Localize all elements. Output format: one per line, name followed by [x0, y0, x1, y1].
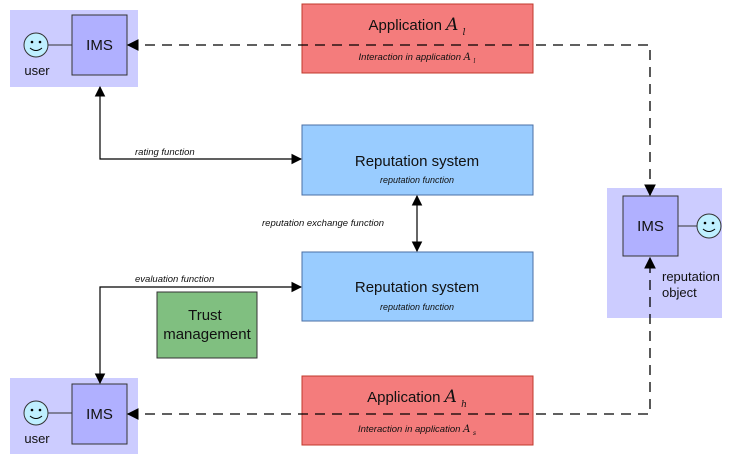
user-bottom-group: IMS user: [10, 378, 138, 454]
application-top-title: Application A l: [369, 15, 466, 38]
application-bottom-subtitle-text: Interaction in application: [358, 424, 460, 435]
smiley-icon: [696, 213, 722, 239]
application-top-title-text: Application: [369, 17, 442, 34]
smiley-icon: [23, 400, 49, 426]
application-bottom-subscript: h: [461, 400, 467, 410]
trust-management-line2: management: [163, 326, 251, 343]
trust-management-line1: Trust: [188, 307, 222, 324]
application-top: Application A l Interaction in applicati…: [301, 3, 534, 74]
reputation-object-label-line2: object: [662, 285, 697, 300]
application-top-subtitle-symbol: A: [463, 52, 471, 63]
reputation-system-bottom: Reputation system reputation function: [301, 251, 534, 322]
application-bottom-subtitle-subscript: s: [473, 430, 476, 437]
application-top-subscript: l: [463, 28, 466, 38]
rating-function-label: rating function: [135, 147, 195, 158]
application-bottom-subtitle: Interaction in application A s: [358, 424, 476, 437]
application-bottom: Application A h Interaction in applicati…: [301, 375, 534, 446]
reputation-system-bottom-subtitle: reputation function: [380, 302, 454, 312]
user-top-group: IMS user: [10, 10, 138, 87]
application-bottom-title-text: Application: [367, 389, 440, 406]
reputation-object-label: reputation object: [662, 269, 723, 300]
ims-box: [71, 14, 128, 76]
ims-label: IMS: [637, 218, 664, 235]
reputation-system-top-subtitle: reputation function: [380, 175, 454, 185]
reputation-object-group: IMS reputation object: [607, 188, 723, 318]
user-label: user: [24, 63, 50, 78]
application-bottom-subtitle-symbol: A: [462, 424, 470, 435]
smiley-icon: [23, 32, 49, 58]
dashed-bottom-connector: [126, 256, 656, 420]
reputation-system-top: Reputation system reputation function: [301, 124, 534, 196]
reputation-object-label-line1: reputation: [662, 269, 720, 284]
application-top-symbol: A: [444, 15, 458, 35]
reputation-system-bottom-title: Reputation system: [355, 279, 479, 296]
application-top-subtitle-text: Interaction in application: [359, 52, 461, 63]
rating-function-arrow: [94, 85, 303, 165]
application-bottom-symbol: A: [443, 387, 457, 407]
reputation-system-top-title: Reputation system: [355, 153, 479, 170]
user-label: user: [24, 431, 50, 446]
evaluation-function-label: evaluation function: [135, 274, 214, 285]
ims-label: IMS: [86, 406, 113, 423]
application-top-subtitle-subscript: l: [474, 58, 476, 65]
reputation-exchange-label: reputation exchange function: [262, 218, 384, 229]
ims-box: [71, 383, 128, 445]
trust-management-box: [156, 291, 258, 359]
dashed-top-connector: [126, 39, 656, 197]
trust-management: Trust management: [156, 291, 258, 359]
ims-label: IMS: [86, 37, 113, 54]
